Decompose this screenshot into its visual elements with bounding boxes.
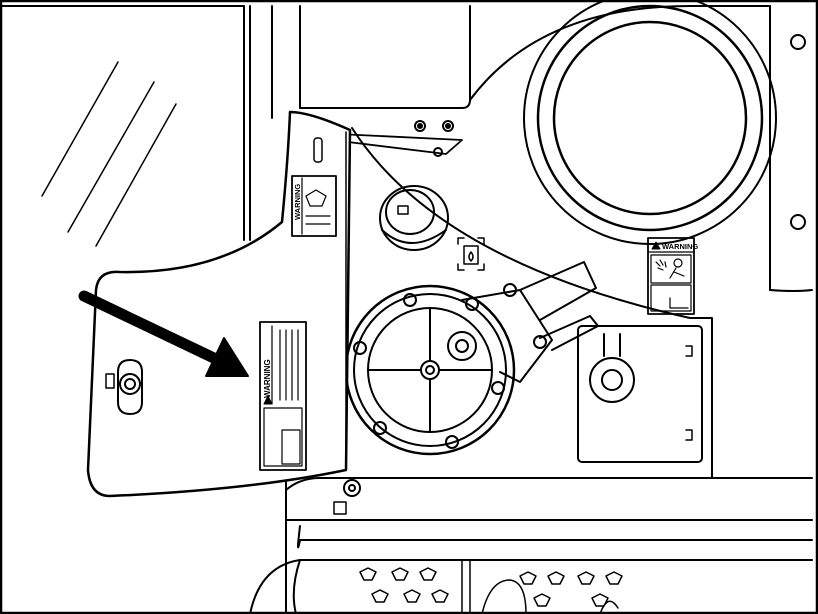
door-small-warning-decal: WARNING: [291, 175, 337, 237]
cab-window: [0, 5, 301, 247]
fuel-level-icon: [457, 237, 485, 271]
right-warning-decal: WARNING: [647, 237, 698, 315]
service-door: WARNING WARNING: [86, 110, 352, 498]
mount-hole: [790, 34, 806, 50]
reservoir-cap: [589, 333, 635, 403]
panel-warning-label: WARNING: [662, 242, 698, 251]
upper-body-panel: [299, 5, 813, 292]
fuel-cap: [379, 185, 449, 251]
hot-spray-hazard-icon: [650, 254, 692, 312]
glass-reflection-lines: [41, 61, 177, 247]
door-hinge: [337, 133, 463, 155]
door-small-warning-label: WARNING: [293, 184, 302, 220]
floor-area: [249, 477, 813, 614]
cover-bolts: [353, 293, 505, 449]
arrow-icon: [78, 290, 249, 377]
filter-cover: [344, 284, 516, 456]
reservoir-box: [577, 325, 703, 463]
tread-pattern: [359, 559, 623, 614]
round-housing: [523, 0, 777, 245]
door-warning-decal: WARNING: [259, 321, 307, 471]
door-latch: [105, 359, 143, 415]
door-warning-label: WARNING: [263, 359, 272, 398]
mount-hole: [790, 214, 806, 230]
